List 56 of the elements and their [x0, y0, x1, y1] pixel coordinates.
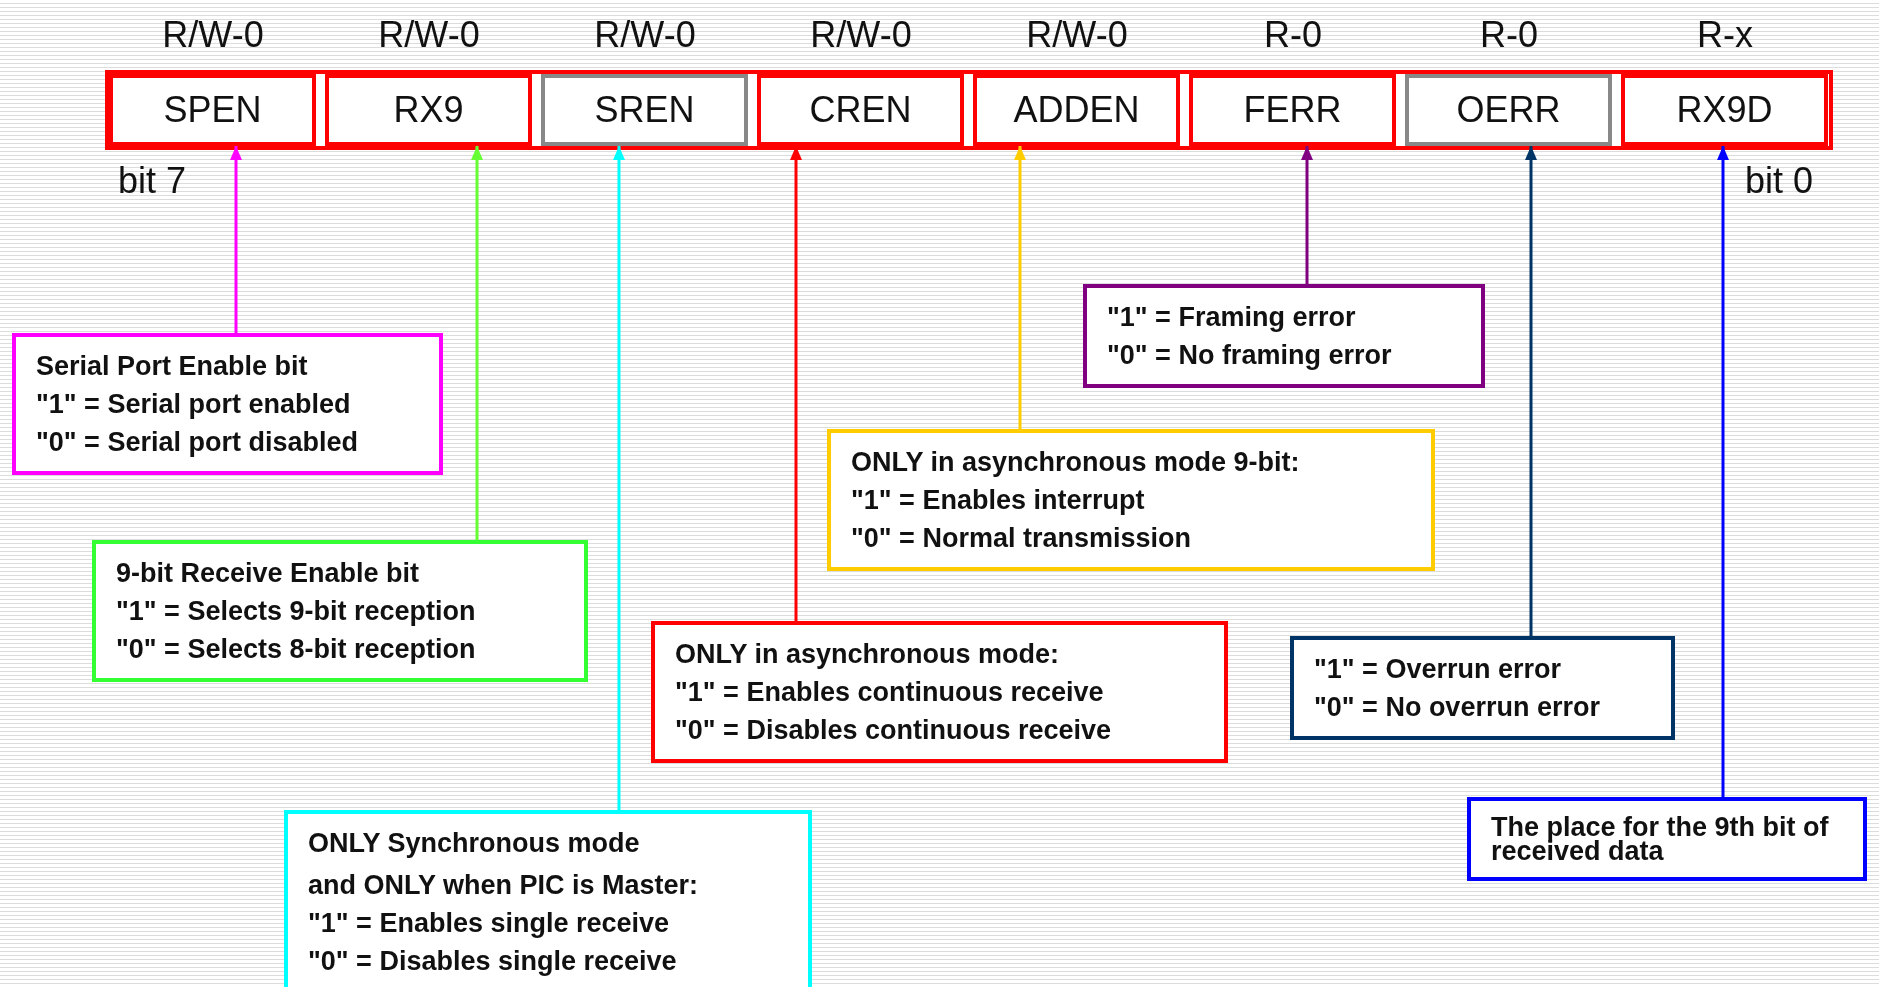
description-box [1290, 636, 1675, 740]
description-text: and ONLY when PIC is Master: [308, 869, 700, 902]
bit-name: FERR [1243, 89, 1342, 131]
arrow [230, 146, 242, 333]
description-text: "1" = Framing error [1107, 301, 1357, 334]
description-box [12, 333, 443, 475]
description-box [1467, 797, 1867, 881]
access-label: R/W-0 [1025, 14, 1129, 56]
register-bit-cell [541, 74, 748, 146]
arrow [1014, 146, 1026, 429]
description-text: "0" = Normal transmission [851, 522, 1192, 555]
arrow [613, 146, 625, 810]
access-label: R/W-0 [161, 14, 265, 56]
access-label: R/W-0 [377, 14, 481, 56]
description-text: "0" = Selects 8-bit reception [116, 633, 477, 666]
arrow [1717, 146, 1729, 797]
bit-name: SREN [594, 89, 695, 131]
description-text: The place for the 9th bit of received data [1491, 815, 1830, 863]
description-text: "1" = Serial port enabled [36, 388, 352, 421]
arrow [471, 146, 483, 540]
description-text: "0" = Disables single receive [308, 945, 678, 978]
description-text: Serial Port Enable bit [36, 350, 309, 383]
description-box [284, 810, 812, 987]
description-text: "1" = Enables single receive [308, 907, 671, 940]
bit-name: OERR [1456, 89, 1561, 131]
description-box [827, 429, 1435, 571]
register-bit-cell [1405, 74, 1612, 146]
arrow [1525, 146, 1537, 636]
bit-name: SPEN [163, 89, 262, 131]
description-box [651, 621, 1228, 763]
access-label: R-0 [1263, 14, 1323, 56]
bit-name: RX9 [393, 89, 464, 131]
description-text: "0" = Serial port disabled [36, 426, 359, 459]
access-label: R/W-0 [809, 14, 913, 56]
bit-name: RX9D [1676, 89, 1773, 131]
description-text: "1" = Selects 9-bit reception [116, 595, 477, 628]
bit-name: ADDEN [1013, 89, 1140, 131]
description-text: "0" = Disables continuous receive [675, 714, 1113, 747]
description-text: "0" = No overrun error [1314, 691, 1601, 724]
description-box [1083, 284, 1485, 388]
description-box [92, 540, 588, 682]
description-text: 9-bit Receive Enable bit [116, 557, 421, 590]
access-label: R-x [1696, 14, 1754, 56]
description-text: ONLY in asynchronous mode 9-bit: [851, 446, 1301, 479]
description-text: "1" = Enables interrupt [851, 484, 1146, 517]
bit-position-label: bit 7 [118, 160, 187, 202]
description-text: ONLY in asynchronous mode: [675, 638, 1061, 671]
description-text: "1" = Enables continuous receive [675, 676, 1105, 709]
description-text: "0" = No framing error [1107, 339, 1393, 372]
bit-name: CREN [809, 89, 912, 131]
description-text: ONLY Synchronous mode [308, 827, 641, 860]
access-label: R/W-0 [593, 14, 697, 56]
bit-position-label: bit 0 [1745, 160, 1814, 202]
arrow [1301, 146, 1313, 284]
access-label: R-0 [1479, 14, 1539, 56]
description-text: "1" = Overrun error [1314, 653, 1562, 686]
